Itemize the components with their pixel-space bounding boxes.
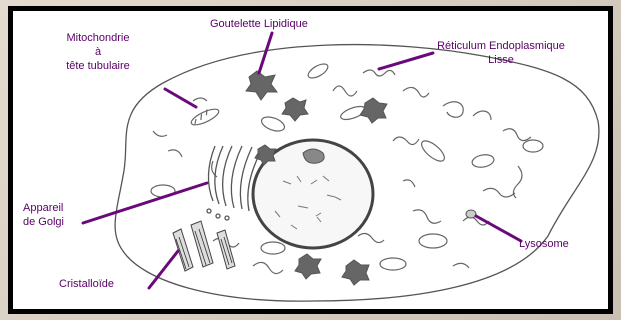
leader-reticulum bbox=[379, 53, 433, 69]
label-mitochondrie-line2: à bbox=[43, 45, 153, 59]
label-mitochondrie-line3: tête tubulaire bbox=[43, 59, 153, 73]
label-cristalloide: Cristalloïde bbox=[59, 277, 114, 291]
label-reticulum-line1: Réticulum Endoplasmique bbox=[431, 39, 571, 53]
lysosome bbox=[466, 210, 476, 218]
label-lysosome: Lysosome bbox=[519, 237, 569, 251]
leader-goutelette bbox=[259, 33, 272, 73]
leader-lysosome bbox=[476, 216, 521, 241]
label-appareil-line1: Appareil bbox=[23, 201, 64, 215]
leader-cristalloide bbox=[149, 251, 178, 288]
cell-diagram: Mitochondrie à tête tubulaire Goutelette… bbox=[13, 11, 608, 309]
label-appareil: Appareil de Golgi bbox=[23, 201, 64, 229]
label-appareil-line2: de Golgi bbox=[23, 215, 64, 229]
label-reticulum: Réticulum Endoplasmique Lisse bbox=[431, 39, 571, 67]
label-goutelette: Goutelette Lipidique bbox=[210, 17, 308, 31]
label-mitochondrie: Mitochondrie à tête tubulaire bbox=[43, 31, 153, 73]
label-mitochondrie-line1: Mitochondrie bbox=[43, 31, 153, 45]
label-reticulum-line2: Lisse bbox=[431, 53, 571, 67]
golgi-apparatus bbox=[207, 146, 260, 220]
leader-appareil bbox=[83, 183, 207, 223]
leader-mitochondrie bbox=[165, 89, 196, 107]
crystalloids bbox=[173, 221, 235, 271]
